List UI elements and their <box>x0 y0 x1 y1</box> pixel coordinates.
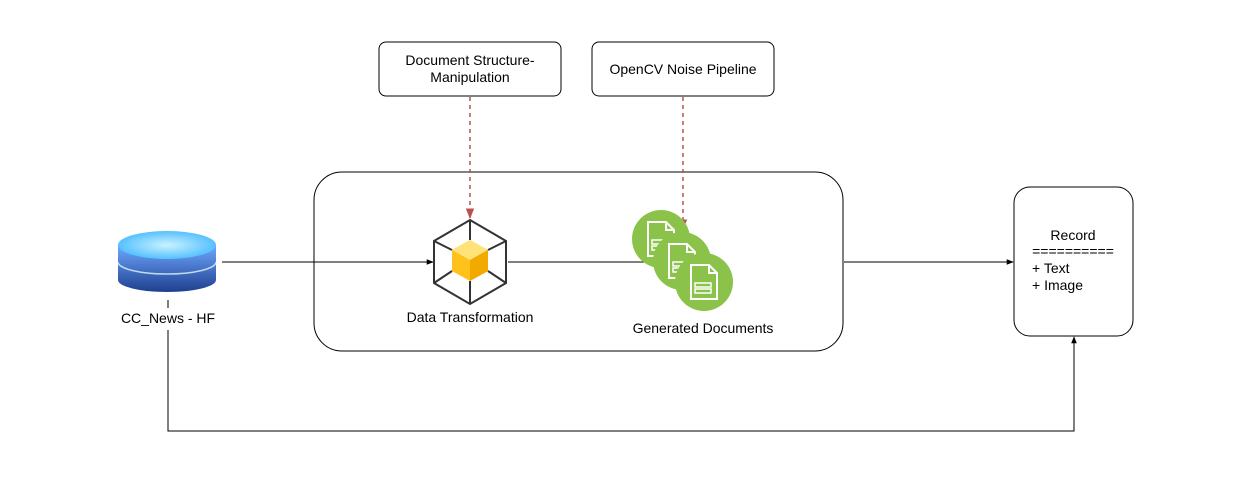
record-separator: ========== <box>1032 243 1114 259</box>
cube-icon[interactable] <box>433 218 507 306</box>
edge-source-to-record <box>167 330 1077 432</box>
record-title: Record <box>1050 227 1096 243</box>
generated-label: Generated Documents <box>632 320 774 336</box>
structure-manipulation-label: Document Structure-Manipulation <box>405 52 535 85</box>
noise-pipeline-label: OpenCV Noise Pipeline <box>609 61 757 77</box>
source-label: CC_News - HF <box>120 310 216 326</box>
transform-label: Data Transformation <box>406 309 534 325</box>
documents-stack-icon[interactable] <box>632 210 733 311</box>
record-field-image: + Image <box>1032 277 1083 293</box>
structure-manipulation-box[interactable] <box>378 41 562 97</box>
database-icon[interactable] <box>117 231 217 292</box>
record-box[interactable] <box>1013 186 1134 337</box>
record-field-text: + Text <box>1032 260 1070 276</box>
noise-pipeline-box[interactable] <box>591 41 775 97</box>
